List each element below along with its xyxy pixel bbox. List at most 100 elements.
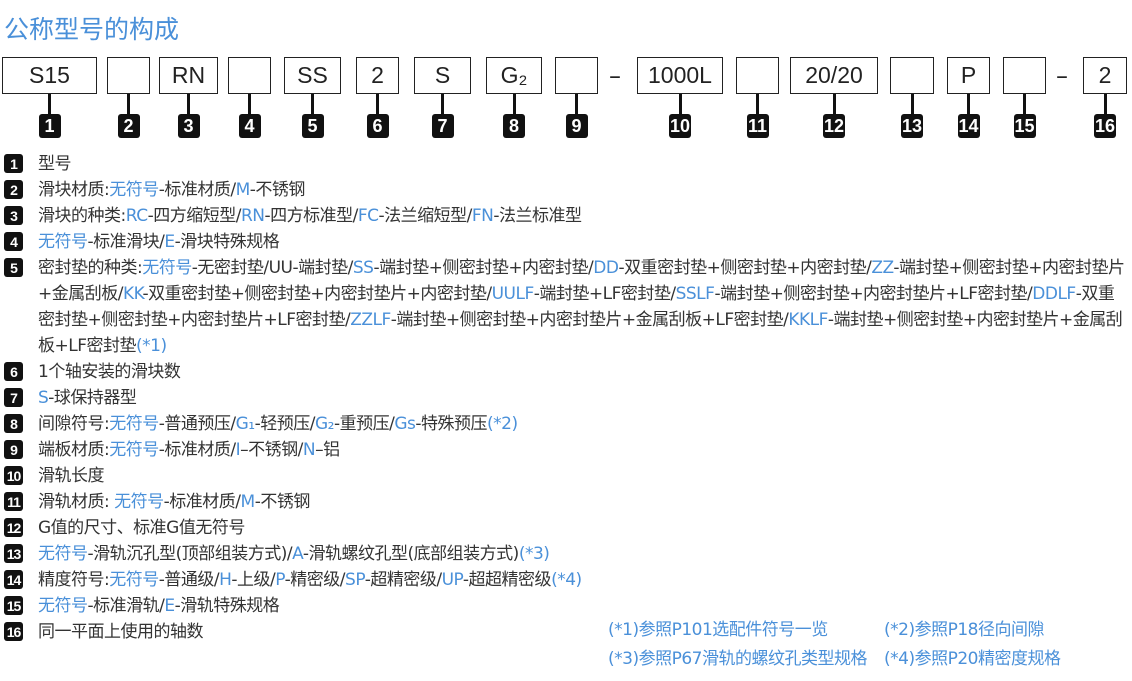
legend-description: -标准材质/ (158, 180, 236, 200)
legend-number-badge: 12 (4, 518, 23, 537)
connector-line (48, 94, 51, 114)
code-box-12: 20/20 (790, 57, 878, 94)
legend-text: 端板材质:无符号-标准材质/I–不锈钢/N–铝 (38, 437, 1130, 463)
position-badge-3: 3 (177, 114, 200, 138)
connector-line (832, 94, 836, 114)
legend-description: 滑块材质: (38, 180, 110, 200)
legend-number-badge: 11 (4, 492, 23, 511)
legend-text: 滑轨长度 (38, 463, 1130, 489)
position-badge-10: 10 (669, 114, 691, 138)
legend-description: –不锈钢/ (240, 440, 303, 460)
legend-code: (*1) (136, 336, 167, 356)
legend-description: 1个轴安装的滑块数 (38, 362, 181, 382)
legend-number-badge: 7 (4, 388, 23, 407)
legend-description: -标准滑块/ (87, 232, 165, 252)
legend-item-9: 9 端板材质:无符号-标准材质/I–不锈钢/N–铝 (4, 437, 1130, 463)
legend-code: N (302, 440, 316, 460)
legend-code: M (240, 492, 256, 512)
legend-number-badge: 3 (4, 206, 23, 225)
legend-description: -标准滑轨/ (87, 596, 165, 616)
legend-number-badge: 14 (4, 570, 23, 589)
legend-number-badge: 15 (4, 596, 23, 615)
legend-description: -滑轨特殊规格 (174, 596, 280, 616)
footnote-1: (*1)参照P101选配件符号一览 (608, 620, 828, 640)
position-badge-15: 15 (1013, 114, 1036, 138)
legend-description: -滑轨螺纹孔型(底部组装方式) (302, 544, 519, 564)
code-box-2 (107, 57, 150, 94)
legend-item-15: 15 无符号-标准滑轨/E-滑轨特殊规格 (4, 593, 1130, 619)
connector-line (1103, 94, 1107, 114)
legend-code: KK (122, 284, 143, 304)
legend-code: DD (593, 258, 619, 278)
position-badge-6: 6 (366, 114, 389, 138)
code-box-13 (890, 57, 934, 94)
legend-number-badge: 13 (4, 544, 23, 563)
legend-number-badge: 1 (4, 154, 23, 173)
legend-code: FN (471, 206, 494, 226)
legend-code: SSLF (675, 284, 715, 304)
connector-line (1023, 94, 1026, 114)
legend-item-11: 11 滑轨材质: 无符号-标准材质/M-不锈钢 (4, 489, 1130, 515)
legend-code: 无符号 (38, 596, 88, 616)
legend-text: 1个轴安装的滑块数 (38, 359, 1130, 385)
legend-code: (*3) (518, 544, 550, 564)
legend-description: -端封垫+侧密封垫+内密封垫片+金属刮板/ (38, 258, 1125, 304)
legend-code: A (292, 544, 303, 564)
legend-description: -超精密级/ (364, 570, 442, 590)
legend-text: 精度符号:无符号-普通级/H-上级/P-精密级/SP-超精密级/UP-超超精密级… (38, 567, 1130, 593)
legend-description: -精密级/ (284, 570, 346, 590)
connector-line (678, 94, 682, 114)
legend-code: 无符号 (109, 440, 159, 460)
position-badge-12: 12 (823, 114, 845, 138)
legend-code: 无符号 (109, 414, 159, 434)
position-badge-9: 9 (565, 114, 588, 138)
legend-description: -端封垫+侧密封垫+内密封垫片+金属刮板+LF密封垫 (38, 310, 1123, 356)
position-badge-5: 5 (301, 114, 324, 138)
legend-description: 型号 (38, 154, 72, 174)
legend-code: 无符号 (142, 258, 192, 278)
legend-number-badge: 16 (4, 622, 23, 641)
legend-description: -无密封垫/UU-端封垫/ (191, 258, 354, 278)
legend-code: (*4) (551, 570, 582, 590)
connector-line (441, 94, 444, 114)
connector-line (512, 94, 516, 114)
legend-description: -特殊预压 (415, 414, 488, 434)
code-box-9 (555, 57, 598, 94)
connector-line (311, 94, 314, 114)
page-title: 公称型号的构成 (4, 15, 180, 44)
legend-description: 滑轨材质: (38, 492, 115, 512)
legend-number-badge: 9 (4, 440, 23, 459)
legend-description: -球保持器型 (48, 388, 137, 408)
code-box-5: SS (284, 57, 341, 94)
legend-description: -不锈钢 (254, 492, 311, 512)
legend-code: FC (357, 206, 379, 226)
connector-line (187, 94, 190, 114)
legend-code: SS (352, 258, 374, 278)
legend-description: -双重密封垫+侧密封垫+内密封垫片+内密封垫/ (142, 284, 493, 304)
code-box-7: S (414, 57, 471, 94)
connector-line (756, 94, 759, 114)
legend-text: 无符号-滑轨沉孔型(顶部组装方式)/A-滑轨螺纹孔型(底部组装方式)(*3) (38, 541, 1130, 567)
legend-code: P (275, 570, 285, 590)
legend-description: 滑块的种类: (38, 206, 126, 226)
legend-description: -轻预压/ (254, 414, 316, 434)
legend-code: KKLF (788, 310, 828, 330)
legend-code: H (219, 570, 232, 590)
code-box-4 (228, 57, 271, 94)
position-badge-16: 16 (1094, 114, 1116, 138)
legend-text: 无符号-标准滑轨/E-滑轨特殊规格 (38, 593, 1130, 619)
legend-code: UULF (491, 284, 535, 304)
position-badge-11: 11 (746, 114, 769, 138)
code-box-3: RN (159, 57, 218, 94)
legend-number-badge: 4 (4, 232, 23, 251)
legend-code: ZZLF (350, 310, 391, 330)
legend-code: G₂ (314, 414, 335, 434)
legend-text: 滑轨材质: 无符号-标准材质/M-不锈钢 (38, 489, 1130, 515)
